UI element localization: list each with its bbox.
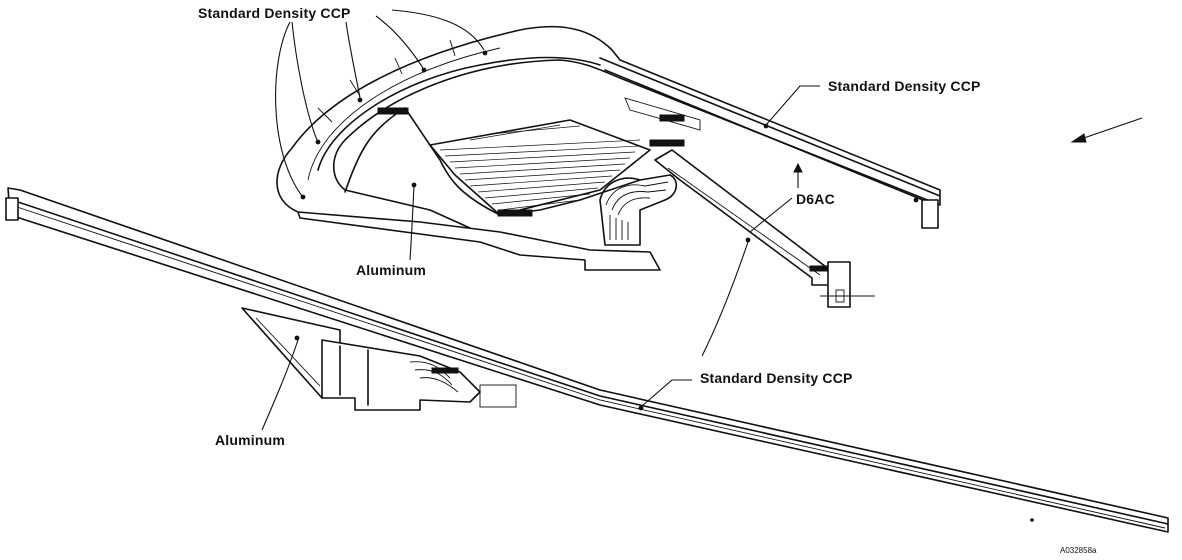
upper-hatched-seal [429, 119, 651, 216]
label-aluminum-upper: Aluminum [356, 262, 427, 278]
leader-lines [261, 9, 1143, 431]
label-d6ac: D6AC [796, 191, 835, 207]
fastener-left [377, 107, 409, 115]
lower-ccp-panel [7, 187, 1169, 533]
upper-aluminum-base [297, 211, 661, 271]
upper-right-ccp-skin [599, 57, 941, 197]
upper-folded-seal [599, 174, 678, 246]
label-standard-density-ccp-lower: Standard Density CCP [700, 370, 853, 386]
d6ac-end-fitting [827, 261, 851, 308]
d6ac-strut [654, 149, 831, 286]
label-aluminum-lower: Aluminum [215, 432, 286, 448]
lower-left-end [5, 197, 19, 221]
upper-ccp-arch [276, 25, 941, 229]
fastener-lower [497, 209, 533, 217]
upper-arch-inner-line [317, 56, 601, 171]
label-standard-density-ccp-top-right: Standard Density CCP [828, 78, 981, 94]
upper-aluminum-web [344, 107, 641, 216]
fastener-middle [649, 139, 685, 147]
upper-seal-assembly [276, 25, 941, 308]
right-end-fitting [921, 199, 939, 229]
figure-id: A032858a [1060, 546, 1097, 555]
lower-seal-assembly [5, 187, 1169, 533]
lower-fitting [321, 339, 517, 411]
label-standard-density-ccp-top-left: Standard Density CCP [198, 5, 351, 21]
